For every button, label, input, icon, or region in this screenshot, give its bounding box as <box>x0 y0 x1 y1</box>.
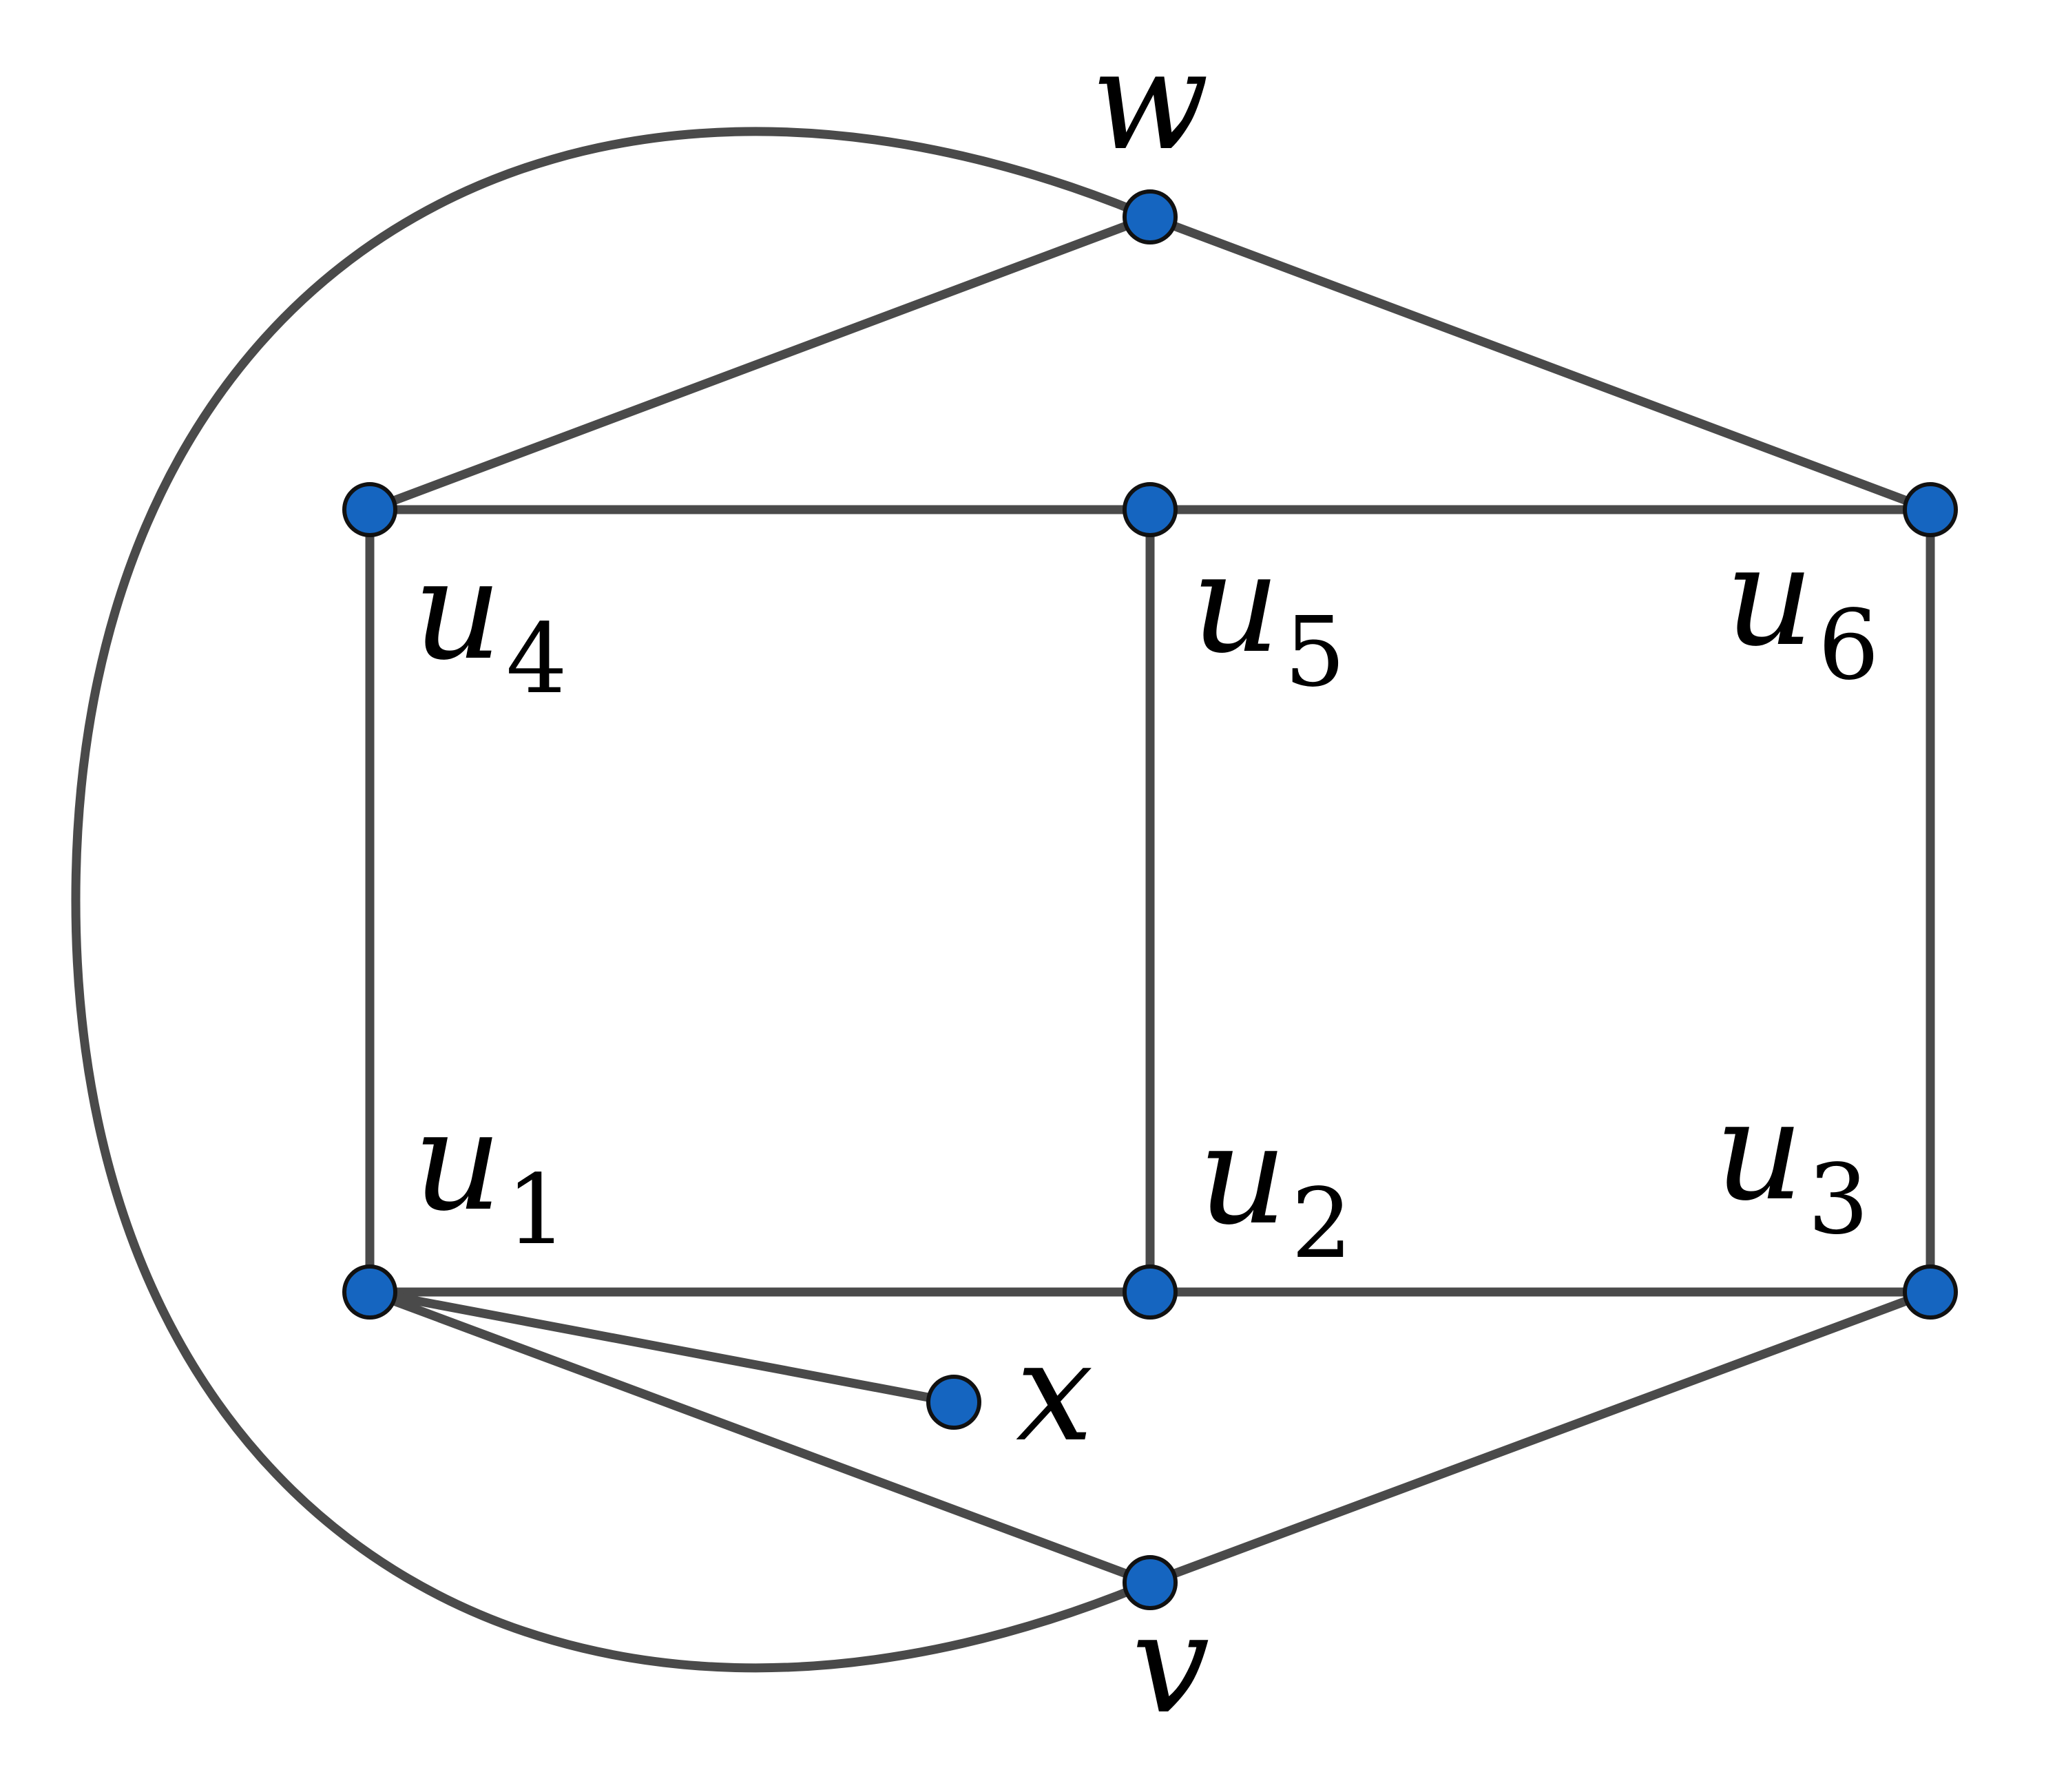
vertex-subscript-u2: 2 <box>1291 1168 1353 1280</box>
vertices-layer <box>342 189 1958 1610</box>
vertex-subscript-u4: 4 <box>506 603 567 716</box>
vertex-subscript-u6: 6 <box>1818 590 1879 702</box>
vertex-u4 <box>342 482 397 537</box>
vertex-subscript-u5: 5 <box>1284 596 1346 709</box>
vertex-label-u3: u3 <box>1715 1071 1869 1256</box>
vertex-u1 <box>342 1264 397 1320</box>
vertex-label-u4: u4 <box>413 530 567 716</box>
edges-layer <box>71 127 1935 1673</box>
vertex-u6 <box>1903 482 1958 537</box>
edge-w-v <box>71 127 1155 1673</box>
vertex-label-u5: u5 <box>1191 523 1346 709</box>
edge-v-u3 <box>1145 1287 1935 1587</box>
vertex-u2 <box>1123 1264 1178 1320</box>
vertex-label-u6: u6 <box>1725 517 1879 702</box>
edge-w-u6 <box>1145 212 1935 514</box>
vertex-label-u1: u1 <box>413 1081 567 1267</box>
vertex-subscript-u3: 3 <box>1808 1144 1869 1256</box>
vertex-label-x: x <box>1016 1312 1094 1472</box>
vertex-w <box>1123 189 1178 244</box>
vertex-u3 <box>1903 1264 1958 1320</box>
vertex-subscript-u1: 1 <box>506 1154 567 1267</box>
vertex-u5 <box>1123 482 1178 537</box>
edge-w-u4 <box>365 212 1155 514</box>
vertex-v <box>1123 1555 1178 1610</box>
labels-layer: u1 u2 u3 u4 u5 u6 w vx <box>413 21 1879 1744</box>
edge-v-u1 <box>365 1287 1155 1587</box>
vertex-x <box>926 1375 981 1430</box>
vertex-label-u2: u2 <box>1198 1095 1353 1280</box>
edge-u1-x <box>365 1287 959 1407</box>
vertex-label-v: v <box>1132 1584 1210 1744</box>
vertex-label-w: w <box>1091 21 1209 181</box>
